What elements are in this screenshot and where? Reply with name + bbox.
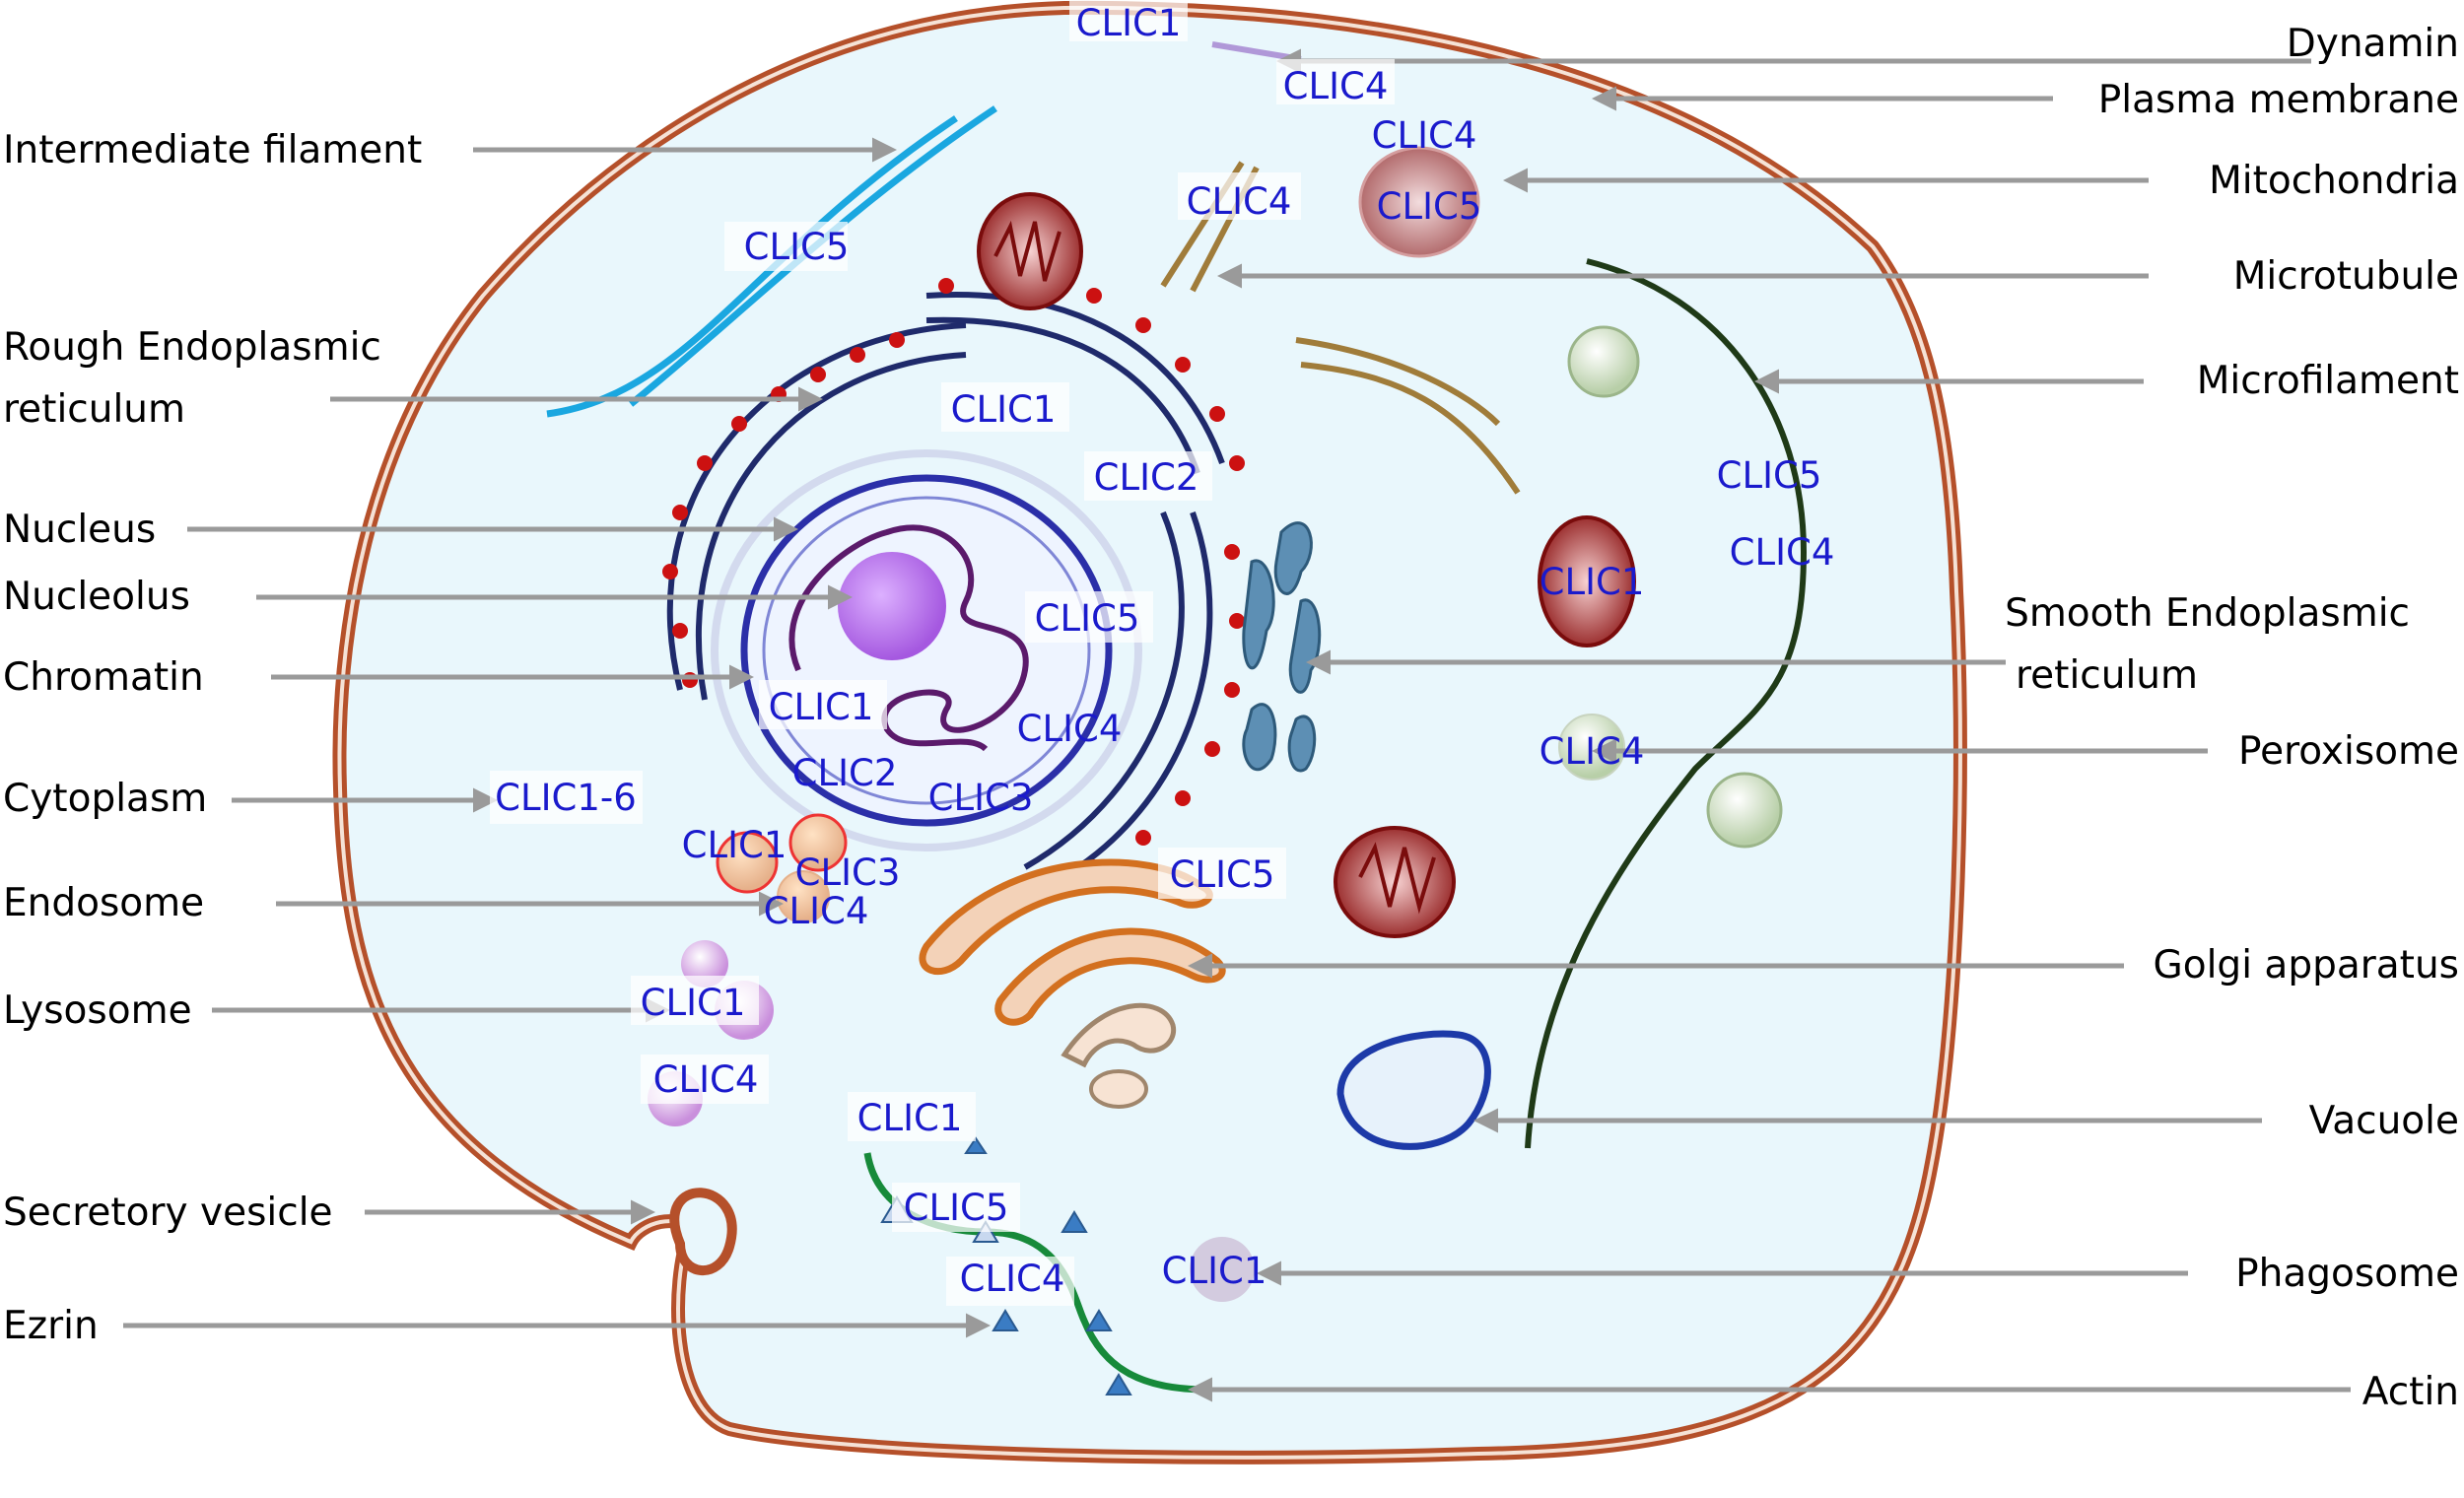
- clic-nucleus-b: CLIC1: [769, 686, 874, 728]
- clic-peroxisome: CLIC4: [1540, 730, 1645, 773]
- label-nucleus: Nucleus: [3, 508, 156, 552]
- label-lysosome: Lysosome: [3, 988, 192, 1033]
- clic-mito-mid: CLIC1: [1540, 561, 1645, 603]
- clic-endosome-c: CLIC4: [764, 890, 869, 932]
- clic-golgi: CLIC5: [1170, 853, 1275, 896]
- clic-nucleus-c: CLIC4: [1017, 708, 1123, 750]
- label-microtubule: Microtubule: [2233, 254, 2459, 299]
- clic-actin-b: CLIC5: [904, 1187, 1009, 1229]
- label-plasma-membrane: Plasma membrane: [2098, 78, 2459, 122]
- clic-intermediate: CLIC5: [744, 226, 850, 268]
- right-labels: Dynamin Plasma membrane Mitochondria Mic…: [2005, 22, 2459, 1414]
- vacuole-shape: [1336, 1030, 1491, 1150]
- label-smooth-er-1: Smooth Endoplasmic: [2005, 591, 2410, 636]
- clic-dynamin: CLIC4: [1283, 65, 1389, 107]
- label-golgi: Golgi apparatus: [2154, 943, 2459, 987]
- clic-mito-top-b: CLIC5: [1377, 185, 1482, 228]
- clic-er-2: CLIC2: [1094, 456, 1199, 499]
- mitochondrion-3: [1538, 515, 1636, 647]
- clic-endosome-a: CLIC1: [682, 824, 787, 866]
- nucleolus-shape: [838, 552, 946, 660]
- label-secretory-vesicle: Secretory vesicle: [3, 1191, 333, 1235]
- label-phagosome: Phagosome: [2235, 1252, 2459, 1296]
- label-rough-er-2: reticulum: [3, 387, 185, 432]
- clic-microfil-a: CLIC5: [1717, 454, 1822, 497]
- label-vacuole: Vacuole: [2309, 1099, 2459, 1143]
- clic-lysosome-a: CLIC1: [641, 982, 746, 1024]
- nucleus-shape: [711, 449, 1142, 851]
- clic-rough-er: CLIC1: [951, 388, 1057, 431]
- label-actin: Actin: [2362, 1370, 2459, 1414]
- clic-cytoplasm: CLIC1-6: [495, 777, 637, 819]
- label-dynamin: Dynamin: [2287, 22, 2459, 66]
- clic-actin-c: CLIC4: [960, 1258, 1065, 1300]
- microfilament-shape: [1525, 258, 1808, 1149]
- label-microfilament: Microfilament: [2197, 359, 2459, 403]
- label-intermediate-filament: Intermediate filament: [3, 128, 422, 172]
- mitochondrion-4: [1334, 826, 1456, 938]
- label-smooth-er-2: reticulum: [2016, 653, 2198, 698]
- golgi-shape: [919, 858, 1226, 1109]
- label-chromatin: Chromatin: [3, 655, 204, 700]
- clic-nucleus-a: CLIC5: [1035, 597, 1140, 640]
- mitochondrion-1: [977, 192, 1083, 310]
- clic-microtubule: CLIC4: [1187, 180, 1292, 223]
- clic-membrane-top: CLIC1: [1076, 2, 1182, 44]
- rough-er-shape: [666, 292, 1225, 890]
- clic-tags: CLIC1 CLIC4 CLIC4 CLIC5 CLIC4 CLIC5 CLIC…: [490, 0, 1834, 1306]
- label-peroxisome: Peroxisome: [2238, 729, 2459, 774]
- label-rough-er-1: Rough Endoplasmic: [3, 325, 381, 370]
- label-endosome: Endosome: [3, 881, 204, 925]
- endosome-shapes: [716, 813, 848, 923]
- label-ezrin: Ezrin: [3, 1304, 99, 1348]
- clic-phagosome: CLIC1: [1162, 1250, 1267, 1292]
- clic-nucleus-e: CLIC3: [928, 777, 1034, 819]
- peroxisome-shape-1: [1567, 325, 1640, 398]
- left-labels: Intermediate filament Rough Endoplasmic …: [3, 128, 422, 1348]
- label-cytoplasm: Cytoplasm: [3, 777, 207, 821]
- pointer-lines: [123, 48, 2351, 1402]
- mitochondrion-2: [1358, 146, 1480, 258]
- clic-mito-top-a: CLIC4: [1372, 114, 1477, 157]
- label-nucleolus: Nucleolus: [3, 575, 190, 619]
- label-mitochondria: Mitochondria: [2209, 159, 2459, 203]
- clic-actin-a: CLIC1: [857, 1097, 963, 1139]
- peroxisome-shape-2: [1706, 772, 1783, 849]
- clic-lysosome-b: CLIC4: [653, 1058, 759, 1101]
- clic-microfil-b: CLIC4: [1730, 531, 1835, 574]
- clic-nucleus-d: CLIC2: [792, 752, 898, 794]
- clic-endosome-b: CLIC3: [795, 851, 901, 894]
- phagosome-shape: [1190, 1237, 1255, 1302]
